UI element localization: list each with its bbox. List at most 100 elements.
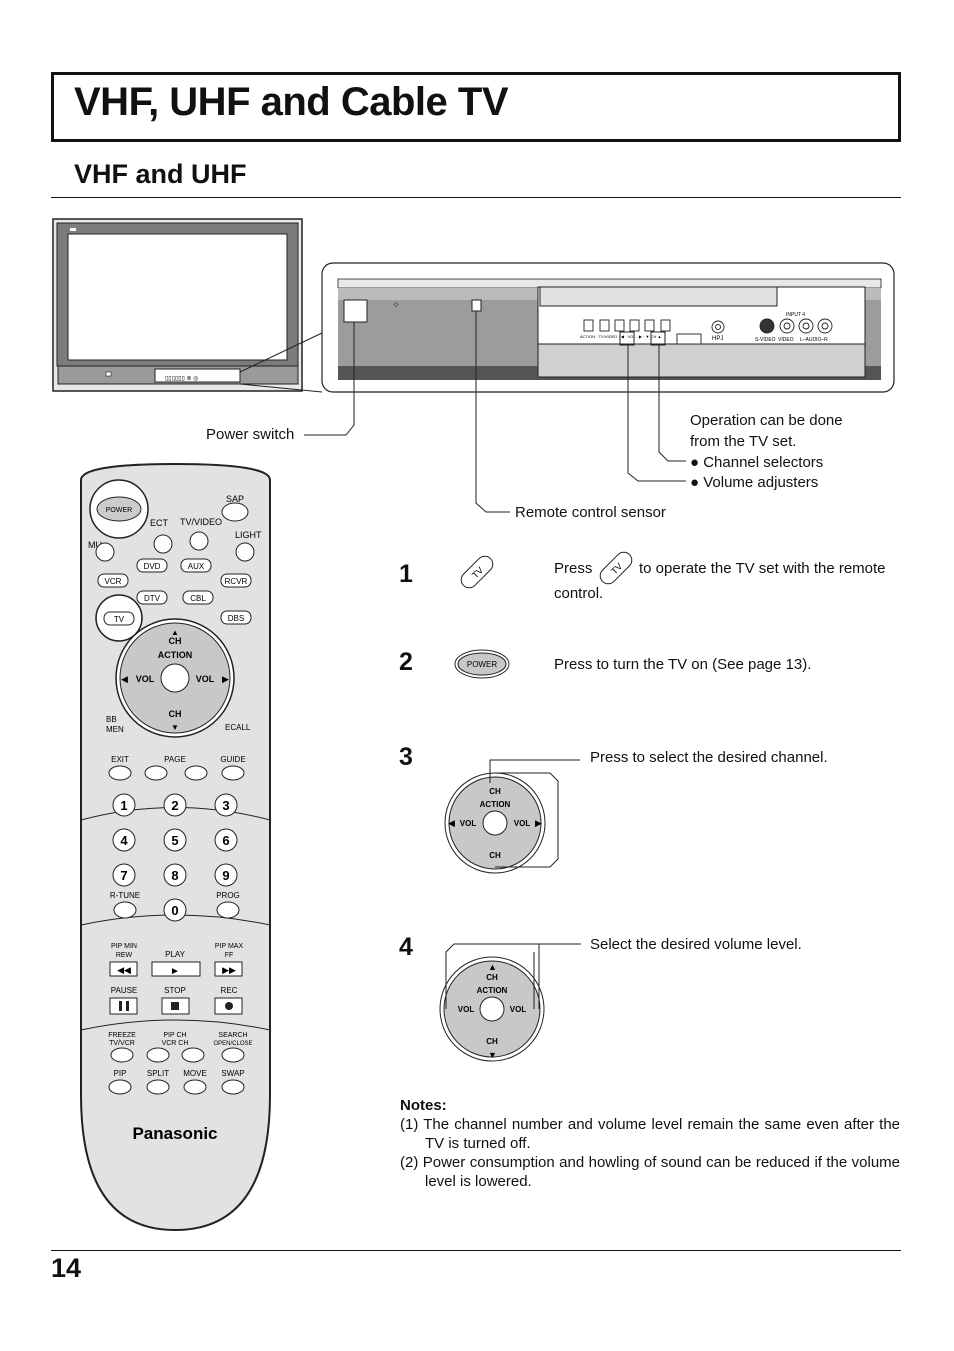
tv-button-icon: TV (460, 555, 494, 589)
svg-text:▲: ▲ (171, 628, 179, 637)
aux-label: AUX (188, 562, 205, 571)
remote-control: POWER SAP ECT TV/VIDEO MU LIGHT DVD AUX … (80, 462, 271, 1232)
action-label: ACTION (158, 650, 193, 660)
vcrch-label: VCR CH (162, 1040, 189, 1047)
digit-9: 9 (222, 868, 229, 883)
volume-pad-icon: CH ACTION VOL VOL CH ▲▼ (439, 943, 581, 1062)
vol-left-vol-label: VOL (458, 1005, 475, 1014)
audio-label: L–AUDIO–R (800, 337, 828, 343)
action-pad-label: ACTION (480, 800, 511, 809)
rtune-label: R-TUNE (110, 891, 140, 900)
digit-6: 6 (222, 833, 229, 848)
cbl-label: CBL (190, 594, 206, 603)
input4-label: INPUT 4 (786, 312, 805, 318)
svg-text:◀: ◀ (448, 818, 455, 828)
svg-text:▶: ▶ (535, 818, 542, 828)
note-2: (2) Power consumption and howling of sou… (400, 1154, 900, 1190)
bbe-label: BB (106, 715, 117, 724)
vol-right-vol-label: VOL (510, 1005, 527, 1014)
channel-selectors-bullet: ● Channel selectors (690, 454, 824, 471)
svg-text:ACTION · TV/VIDEO · ◀ · VOL ·: ACTION · TV/VIDEO · ◀ · VOL · ▶ · ▼ CH ▲ (580, 334, 661, 339)
rec-label: REC (221, 986, 238, 995)
move-label: MOVE (183, 1069, 207, 1078)
menu-label: MEN (106, 725, 124, 734)
search-label: SEARCH (218, 1032, 247, 1039)
select-label: ECT (150, 518, 169, 528)
vol-right-pad-label: VOL (514, 819, 531, 828)
sap-label: SAP (226, 494, 244, 504)
swap-label: SWAP (221, 1069, 244, 1078)
section-rule (51, 197, 901, 198)
digit-7: 7 (120, 868, 127, 883)
openclose-label: OPEN/CLOSE (213, 1041, 252, 1047)
play-label: PLAY (165, 950, 186, 959)
split-label: SPLIT (147, 1069, 169, 1078)
dtv-label: DTV (144, 594, 161, 603)
page-label: PAGE (164, 755, 186, 764)
digit-0: 0 (171, 903, 178, 918)
video-label: VIDEO (778, 337, 794, 343)
light-label: LIGHT (235, 530, 262, 540)
power-button-icon: POWER (454, 649, 510, 679)
step-1-number: 1 (399, 560, 413, 588)
note-1: (1) The channel number and volume level … (400, 1116, 900, 1152)
vol-left-label: VOL (136, 674, 155, 684)
step-1-text: to operate the TV set with the remote (639, 560, 886, 577)
svg-text:◇: ◇ (394, 302, 399, 308)
ch-up-vol-label: CH (486, 973, 498, 982)
tv-button-inline-icon: TV (599, 551, 633, 585)
stop-label: STOP (164, 986, 186, 995)
ch-down-vol-label: CH (486, 1037, 498, 1046)
operation-text-2: from the TV set. (690, 433, 797, 450)
tv-mode-label: TV (114, 615, 125, 624)
step-1-text-2: control. (554, 585, 604, 602)
pipch-label: PIP CH (163, 1032, 186, 1039)
power-switch-label: Power switch (206, 426, 295, 443)
step-2-number: 2 (399, 648, 413, 676)
volume-adjusters-bullet: ● Volume adjusters (690, 474, 819, 491)
svg-text:▲: ▲ (488, 962, 497, 972)
digit-2: 2 (171, 798, 178, 813)
guide-label: GUIDE (220, 755, 245, 764)
digit-5: 5 (171, 833, 178, 848)
ff-label: FF (225, 952, 234, 959)
vol-right-label: VOL (196, 674, 215, 684)
mute-label: MU (88, 540, 102, 550)
svg-text:▯▯▯▯▯▯ ⊚ ◎: ▯▯▯▯▯▯ ⊚ ◎ (165, 376, 198, 382)
title-box (51, 72, 901, 142)
ch-up-pad-label: CH (489, 787, 501, 796)
step-3-text: Press to select the desired channel. (590, 749, 828, 766)
tv-illustration: ▯▯▯▯▯▯ ⊚ ◎ ◇ INPUT 4 HPJ S-VIDEO VIDEO L… (52, 218, 895, 513)
svg-text:▼: ▼ (488, 1050, 497, 1060)
digit-3: 3 (222, 798, 229, 813)
step-2-text: Press to turn the TV on (See page 13). (554, 656, 812, 673)
channel-pad-icon: CH ACTION VOL VOL CH ◀▶ (444, 759, 580, 874)
digit-4: 4 (120, 833, 128, 848)
rew-label: REW (116, 952, 133, 959)
page-number: 14 (51, 1253, 82, 1283)
panasonic-logo: Panasonic (132, 1124, 217, 1143)
tv-set-icon: ▯▯▯▯▯▯ ⊚ ◎ (52, 218, 303, 392)
svg-text:▼: ▼ (171, 723, 179, 732)
section-title: VHF and UHF (74, 159, 247, 189)
pipmax-label: PIP MAX (215, 943, 244, 950)
digit-1: 1 (120, 798, 127, 813)
recall-label: ECALL (225, 723, 251, 732)
power-icon-label: POWER (467, 660, 497, 669)
notes: Notes: (1) The channel number and volume… (400, 1096, 900, 1191)
dbs-label: DBS (228, 614, 244, 623)
pip-label: PIP (114, 1069, 127, 1078)
operation-text-1: Operation can be done (690, 412, 843, 429)
step-3-number: 3 (399, 743, 413, 771)
remote-power-label: POWER (106, 507, 132, 514)
svg-text:◀: ◀ (121, 674, 128, 684)
hpj-label: HPJ (712, 336, 723, 342)
tvvcr-label: TV/VCR (109, 1040, 135, 1047)
pipmin-label: PIP MIN (111, 943, 137, 950)
prog-label: PROG (216, 891, 240, 900)
pause-label: PAUSE (111, 986, 138, 995)
exit-label: EXIT (111, 755, 129, 764)
svg-text:►: ► (170, 966, 180, 977)
digit-8: 8 (171, 868, 178, 883)
ch-down-label: CH (169, 709, 182, 719)
